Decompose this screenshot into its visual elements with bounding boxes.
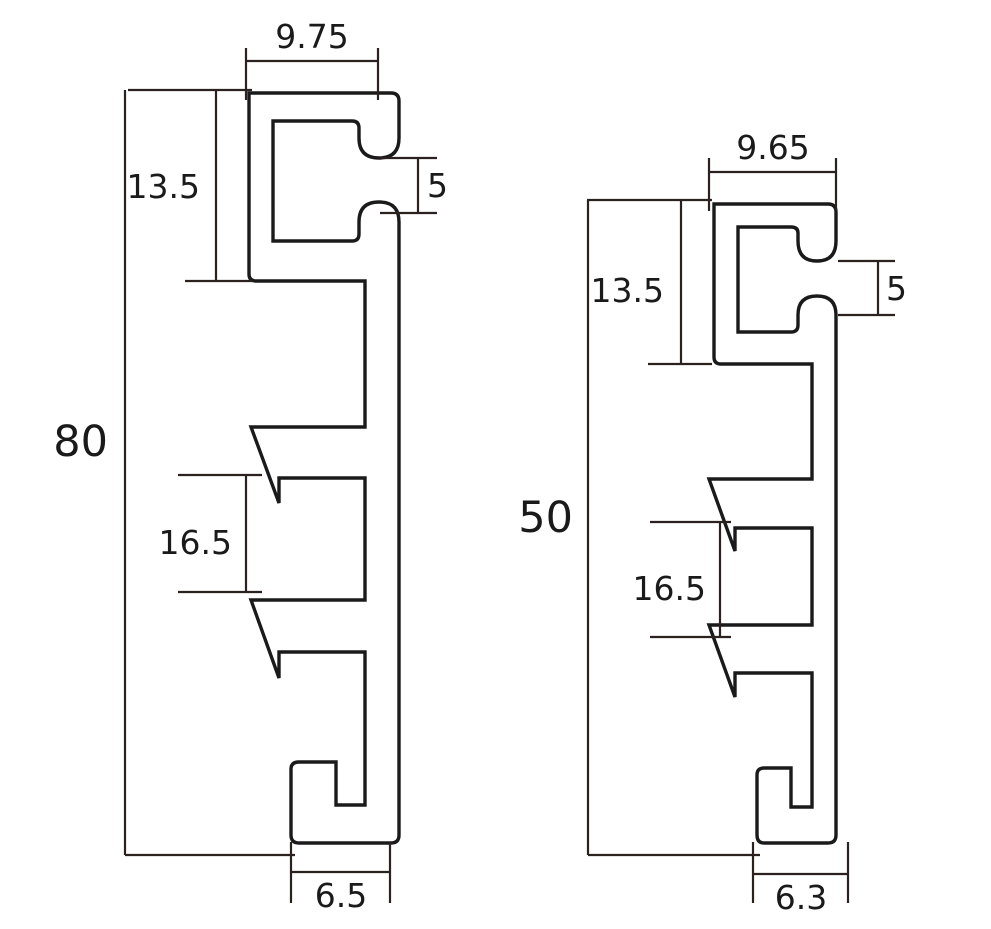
- right-profile-geometry: [706, 202, 838, 845]
- left-dim-groove-gap: 5: [380, 156, 448, 215]
- left-dim-barb-spacing: 16.5: [159, 473, 262, 594]
- right-dim-head-height: 13.5: [587, 198, 712, 366]
- right-overall-label: 50: [518, 493, 573, 543]
- left-dim-base-width: 6.5: [289, 842, 392, 915]
- left-base-width-label: 6.5: [315, 876, 367, 915]
- left-dim-head-height: 13.5: [127, 88, 252, 283]
- right-dim-width-top: 9.65: [707, 128, 838, 211]
- left-overall-label: 80: [53, 417, 108, 467]
- right-head-height-label: 13.5: [591, 271, 664, 310]
- left-width-top-label: 9.75: [275, 17, 348, 56]
- left-groove-gap-label: 5: [427, 166, 448, 205]
- left-profile-outline: [247, 91, 401, 845]
- left-head-height-label: 13.5: [127, 167, 200, 206]
- left-dim-width-top: 9.75: [244, 17, 380, 100]
- left-profile-geometry: [247, 91, 401, 845]
- right-base-width-label: 6.3: [775, 878, 827, 917]
- right-width-top-label: 9.65: [736, 128, 809, 167]
- right-profile-outline: [706, 202, 838, 845]
- left-dim-overall: 80: [53, 90, 295, 857]
- right-groove-gap-label: 5: [886, 269, 907, 308]
- right-dim-barb-spacing: 16.5: [633, 520, 731, 639]
- right-dim-base-width: 6.3: [751, 842, 850, 917]
- right-dim-overall: 50: [518, 200, 760, 857]
- right-dim-groove-gap: 5: [838, 259, 907, 317]
- right-barb-spacing-label: 16.5: [633, 569, 706, 608]
- left-barb-spacing-label: 16.5: [159, 523, 232, 562]
